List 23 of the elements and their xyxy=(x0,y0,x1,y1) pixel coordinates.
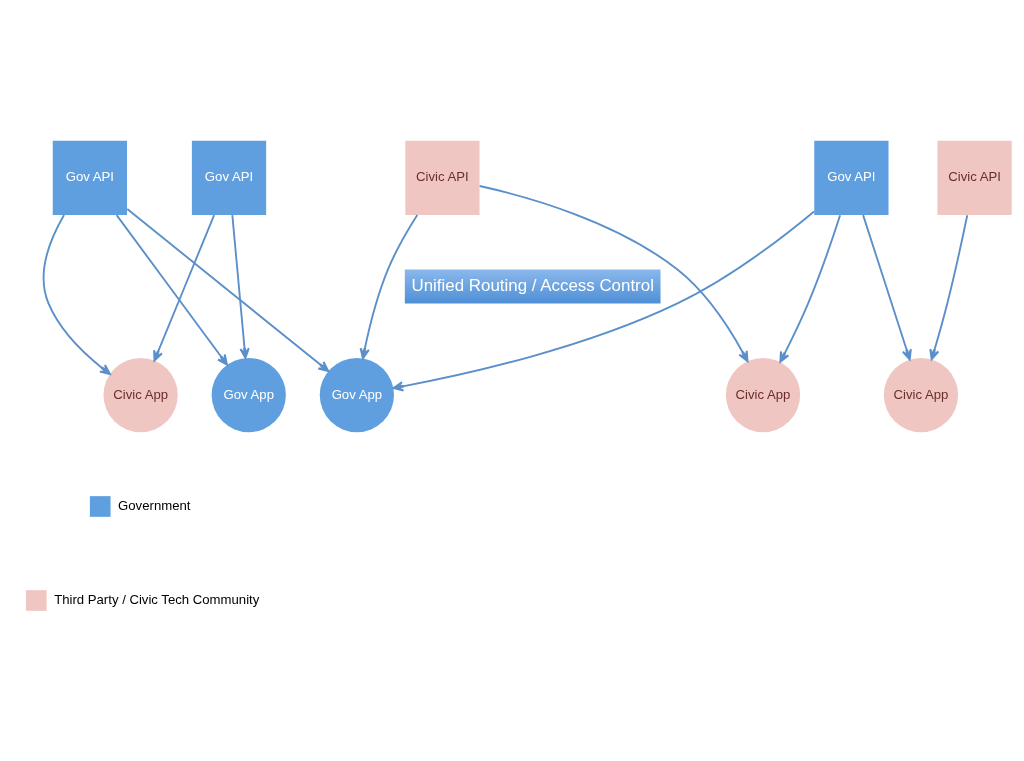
node-circle: Civic App xyxy=(725,357,801,433)
arrow xyxy=(126,208,330,373)
arrow xyxy=(359,214,419,360)
arrow xyxy=(929,214,969,361)
node-box: Unified Routing / Access Control xyxy=(404,269,661,304)
legend-label: Third Party / Civic Tech Community xyxy=(54,591,260,607)
arrow xyxy=(115,214,228,366)
arrow xyxy=(153,214,216,362)
arrow xyxy=(478,185,749,363)
node-box: Gov API xyxy=(814,140,889,216)
arrow xyxy=(42,214,111,375)
arrow xyxy=(392,210,816,392)
node-box: Gov API xyxy=(52,140,127,216)
arrow xyxy=(231,214,250,359)
node-box: Civic API xyxy=(937,140,1012,216)
arrow xyxy=(862,214,912,361)
arrow xyxy=(779,214,842,363)
node-box: Gov API xyxy=(191,140,267,216)
node-circle: Civic App xyxy=(103,357,178,433)
node-circle: Gov App xyxy=(211,357,286,433)
legend-label: Government xyxy=(118,497,191,513)
node-circle: Civic App xyxy=(883,357,959,433)
node-box: Civic API xyxy=(405,140,480,216)
